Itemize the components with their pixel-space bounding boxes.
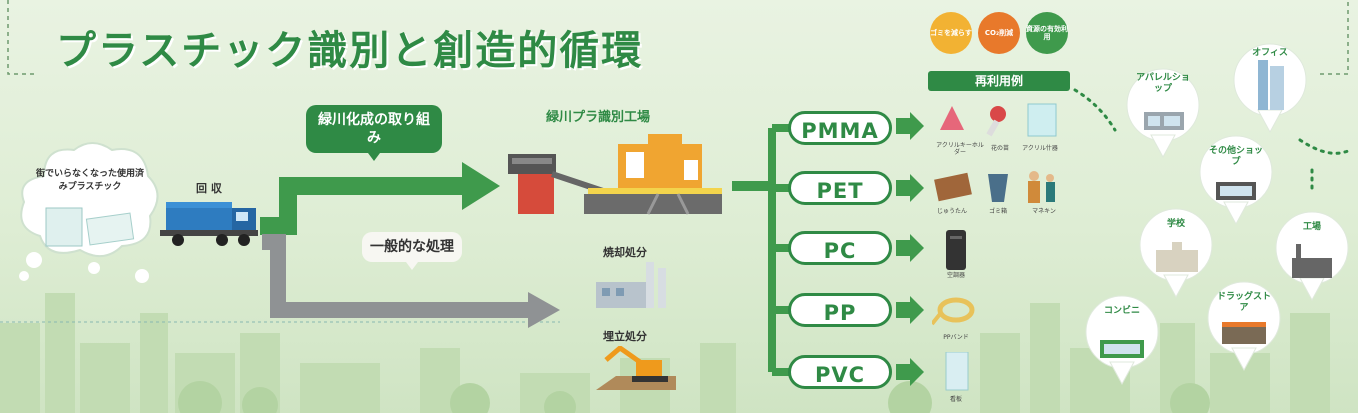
dest-drugstore: ドラッグストア <box>1216 292 1271 313</box>
thought-cloud <box>19 142 159 283</box>
pvc-product-icon <box>945 352 969 391</box>
material-pp: PP <box>788 293 892 327</box>
material-pet: PET <box>788 171 892 205</box>
garbage-truck-icon <box>160 202 258 246</box>
badge-resource-use: 資源の有効利用 <box>1026 12 1068 54</box>
material-pvc: PVC <box>788 355 892 389</box>
pp-product-icon <box>932 297 975 326</box>
material-pmma: PMMA <box>788 111 892 145</box>
dest-factory: 工場 <box>1302 222 1321 232</box>
incineration-label: 焼却処分 <box>603 246 647 259</box>
product-acrylic-keyholder: アクリルキーホルダー <box>936 142 984 156</box>
general-label: 一般的な処理 <box>370 239 454 255</box>
page-title: プラスチック識別と創造的循環 <box>56 28 644 74</box>
dest-other-shop: その他ショップ <box>1208 146 1263 167</box>
collection-label: 回 収 <box>196 182 222 195</box>
excavator-icon <box>596 346 676 390</box>
badge-reduce-waste: ゴミを減らす <box>930 12 972 54</box>
badge-co2-reduction: CO₂削減 <box>978 12 1020 54</box>
dest-apparel-shop: アパレルショップ <box>1136 73 1190 94</box>
landfill-label: 埋立処分 <box>603 330 647 343</box>
dest-office: オフィス <box>1252 48 1288 58</box>
product-pp-band: PPバンド <box>943 334 969 341</box>
product-acrylic-fixture: アクリル什器 <box>1022 145 1058 152</box>
reuse-examples-header: 再利用例 <box>928 71 1070 91</box>
initiative-label: 緑川化成の取り組み <box>318 112 430 146</box>
product-flower-seedling: 花の苗 <box>990 145 1009 152</box>
cloud-label: 街でいらなくなった使用済みプラスチック <box>35 169 144 192</box>
city-skyline-background <box>0 293 1330 413</box>
factory-label: 緑川プラ識別工場 <box>546 110 651 125</box>
product-air-conditioner: 空調器 <box>946 272 965 279</box>
dest-convenience-store: コンビニ <box>1103 306 1140 316</box>
incineration-plant-icon <box>596 262 666 308</box>
product-signboard: 看板 <box>949 396 962 403</box>
pmma-products-icons <box>940 103 1057 137</box>
sorting-factory-icon <box>508 134 722 215</box>
general-process-bubble: 一般的な処理 <box>362 232 462 270</box>
dest-school: 学校 <box>1166 219 1185 229</box>
pc-product-icon <box>946 230 966 270</box>
product-carpet: じゅうたん <box>936 208 967 215</box>
product-trash-can: ゴミ箱 <box>988 208 1007 215</box>
material-pc: PC <box>788 231 892 265</box>
pet-products-icons <box>934 171 1055 203</box>
product-mannequin: マネキン <box>1032 208 1056 215</box>
initiative-bubble: 緑川化成の取り組み <box>306 105 442 161</box>
